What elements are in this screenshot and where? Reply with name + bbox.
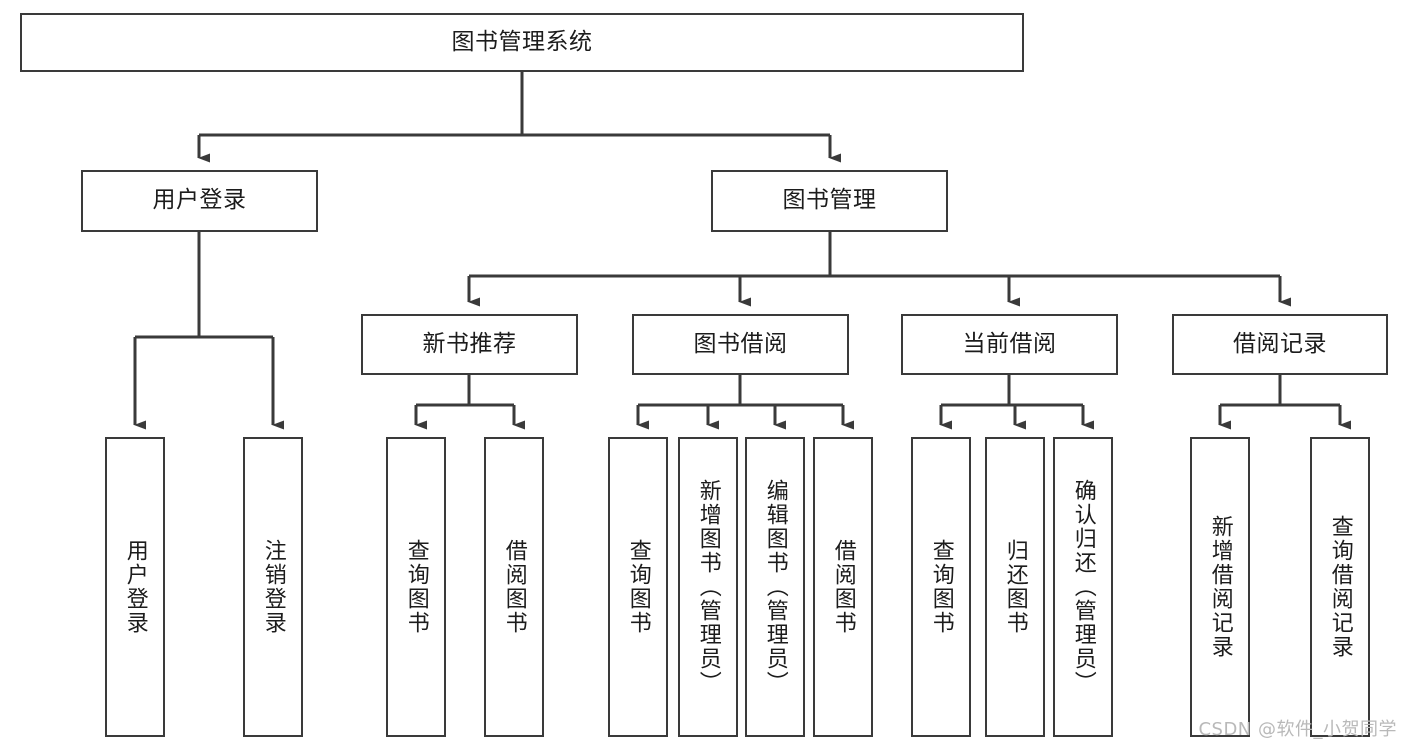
node-book-management-label: 图书管理 [782,187,877,214]
leaf-nbr-query-book-label: 查询图书 [403,539,429,635]
leaf-logout-label: 注销登录 [260,539,286,635]
leaf-nbr-borrow-book[interactable]: 借阅图书 [484,437,544,737]
node-user-login[interactable]: 用户登录 [81,170,318,232]
leaf-user-login-label: 用户登录 [122,539,148,635]
node-borrow-record-label: 借阅记录 [1233,330,1327,357]
leaf-user-login[interactable]: 用户登录 [105,437,165,737]
leaf-cb-confirm-return-admin[interactable]: 确认归还（管理员） [1053,437,1113,737]
leaf-cb-query-book-label: 查询图书 [928,539,954,635]
leaf-bb-borrow-book[interactable]: 借阅图书 [813,437,873,737]
node-book-borrow[interactable]: 图书借阅 [632,314,849,375]
node-book-management[interactable]: 图书管理 [711,170,948,232]
leaf-cb-query-book[interactable]: 查询图书 [911,437,971,737]
leaf-br-query-record[interactable]: 查询借阅记录 [1310,437,1370,737]
leaf-br-add-record[interactable]: 新增借阅记录 [1190,437,1250,737]
leaf-cb-return-book-label: 归还图书 [1002,539,1028,635]
leaf-nbr-query-book[interactable]: 查询图书 [386,437,446,737]
node-root-system-label: 图书管理系统 [451,28,593,55]
leaf-bb-add-book-admin-label: 新增图书（管理员） [695,479,721,695]
node-current-borrow[interactable]: 当前借阅 [901,314,1118,375]
leaf-bb-edit-book-admin-label: 编辑图书（管理员） [762,479,788,695]
leaf-logout[interactable]: 注销登录 [243,437,303,737]
leaf-br-query-record-label: 查询借阅记录 [1327,515,1353,659]
leaf-br-add-record-label: 新增借阅记录 [1207,515,1233,659]
leaf-cb-return-book[interactable]: 归还图书 [985,437,1045,737]
leaf-cb-confirm-return-admin-label: 确认归还（管理员） [1070,479,1096,695]
node-current-borrow-label: 当前借阅 [962,330,1057,357]
leaf-bb-edit-book-admin[interactable]: 编辑图书（管理员） [745,437,805,737]
node-book-borrow-label: 图书借阅 [693,330,788,357]
leaf-bb-query-book[interactable]: 查询图书 [608,437,668,737]
node-user-login-label: 用户登录 [152,187,247,214]
node-borrow-record[interactable]: 借阅记录 [1172,314,1388,375]
leaf-bb-borrow-book-label: 借阅图书 [830,539,856,635]
node-root-system[interactable]: 图书管理系统 [20,13,1024,72]
node-new-book-recommend-label: 新书推荐 [422,330,517,357]
leaf-bb-add-book-admin[interactable]: 新增图书（管理员） [678,437,738,737]
leaf-bb-query-book-label: 查询图书 [625,539,651,635]
node-new-book-recommend[interactable]: 新书推荐 [361,314,578,375]
leaf-nbr-borrow-book-label: 借阅图书 [501,539,527,635]
